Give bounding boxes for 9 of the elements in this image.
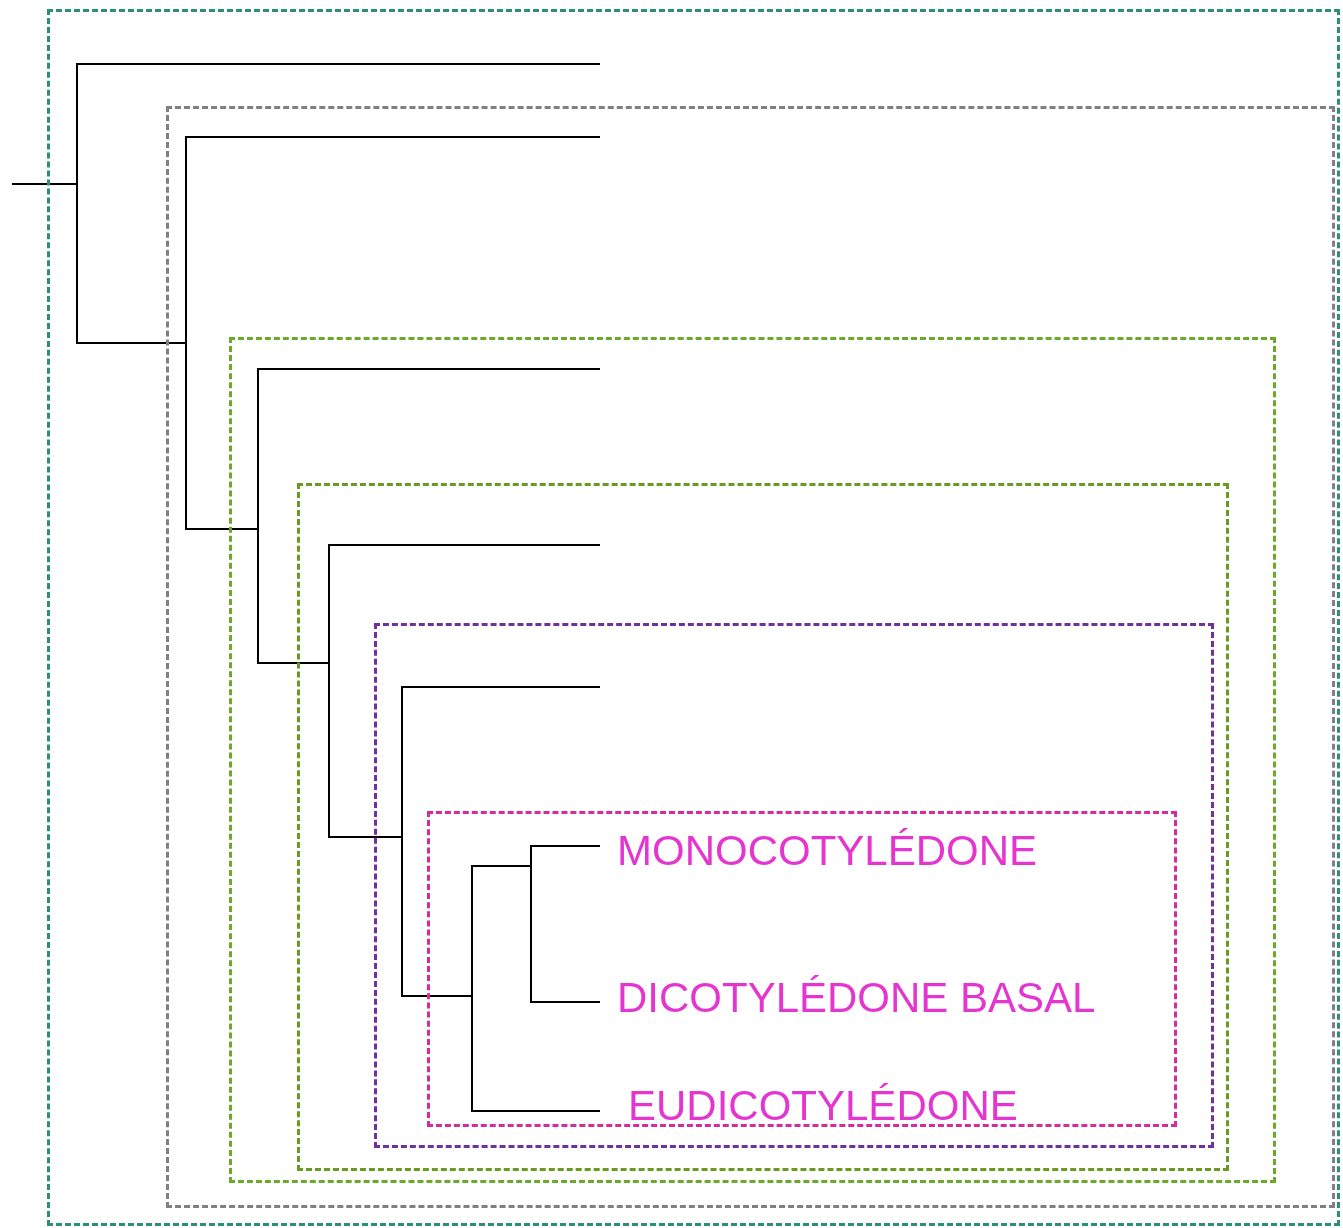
- clade-box: [297, 483, 1229, 1171]
- clade-box: [374, 623, 1214, 1148]
- clade-box: [166, 106, 1335, 1208]
- clade-box: [47, 9, 1340, 1226]
- taxon-label: EUDICOTYLÉDONE: [628, 1085, 1018, 1127]
- taxon-label: DICOTYLÉDONE BASAL: [617, 977, 1096, 1019]
- clade-box: [229, 337, 1276, 1183]
- clade-box: [427, 811, 1177, 1127]
- taxon-label: MONOCOTYLÉDONE: [617, 830, 1038, 872]
